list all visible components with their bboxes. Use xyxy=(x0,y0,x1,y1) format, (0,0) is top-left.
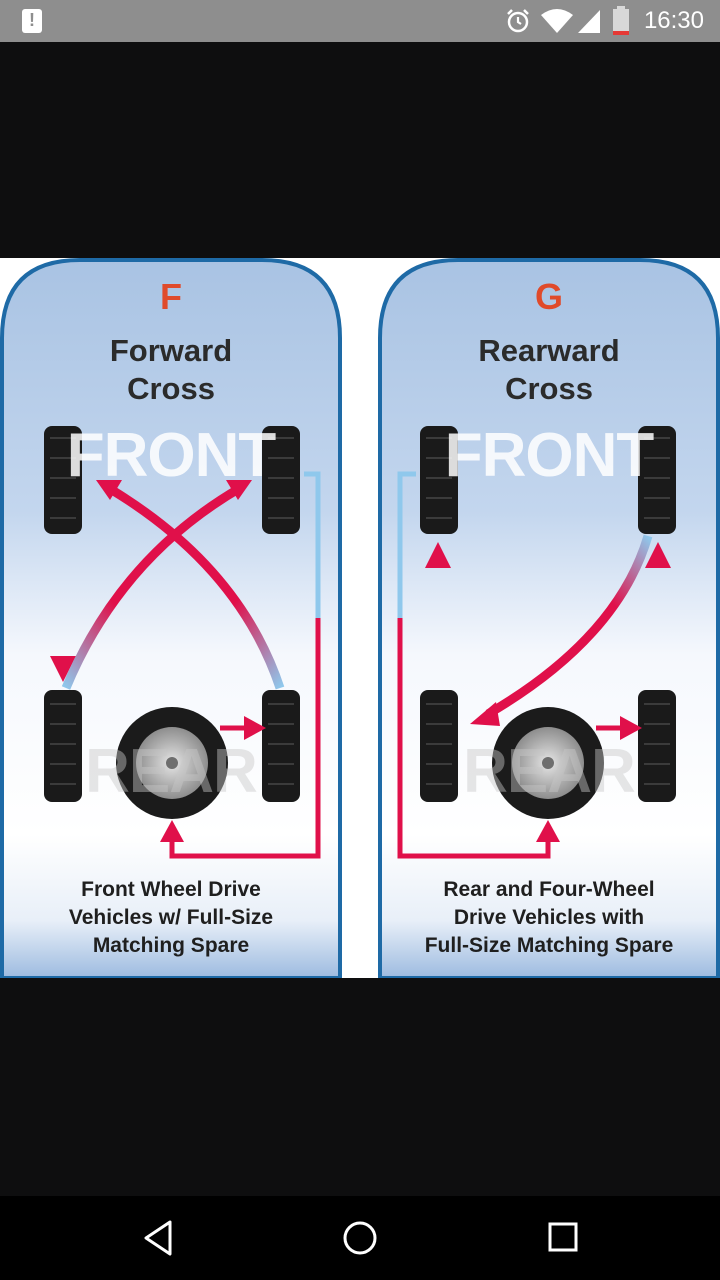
wifi-icon xyxy=(541,9,573,33)
navigation-bar xyxy=(0,1196,720,1280)
diagram-panel-forward-cross: F Forward Cross FRONT REAR Front Wheel D… xyxy=(0,258,342,978)
panel-title-rearward-cross: Rearward Cross xyxy=(478,333,620,406)
status-clock: 16:30 xyxy=(643,7,704,34)
battery-low-icon xyxy=(613,6,629,35)
front-watermark: FRONT xyxy=(66,421,277,490)
back-icon[interactable] xyxy=(140,1218,176,1258)
rear-watermark: REAR xyxy=(85,737,258,806)
status-bar: ! 16:30 xyxy=(0,0,720,42)
home-icon[interactable] xyxy=(340,1218,380,1258)
diagram-panel-rearward-cross: G Rearward Cross FRONT REAR Rear and Fou… xyxy=(378,258,720,978)
panel-caption-forward-cross: Front Wheel Drive Vehicles w/ Full-Size … xyxy=(68,878,274,957)
panel-title-forward-cross: Forward Cross xyxy=(109,333,233,406)
panel-caption-rearward-cross: Rear and Four-Wheel Drive Vehicles with … xyxy=(424,878,674,957)
tire-rotation-image[interactable]: F Forward Cross FRONT REAR Front Wheel D… xyxy=(0,258,720,978)
panel-letter-f: F xyxy=(160,276,182,317)
panel-background xyxy=(378,258,720,978)
panel-letter-g: G xyxy=(534,276,563,317)
alert-notification-icon: ! xyxy=(22,9,42,33)
signal-icon xyxy=(578,10,600,33)
alarm-icon xyxy=(507,9,529,33)
front-watermark: FRONT xyxy=(444,421,655,490)
panel-background xyxy=(0,258,342,978)
rear-watermark: REAR xyxy=(463,737,636,806)
recents-icon[interactable] xyxy=(546,1218,580,1258)
